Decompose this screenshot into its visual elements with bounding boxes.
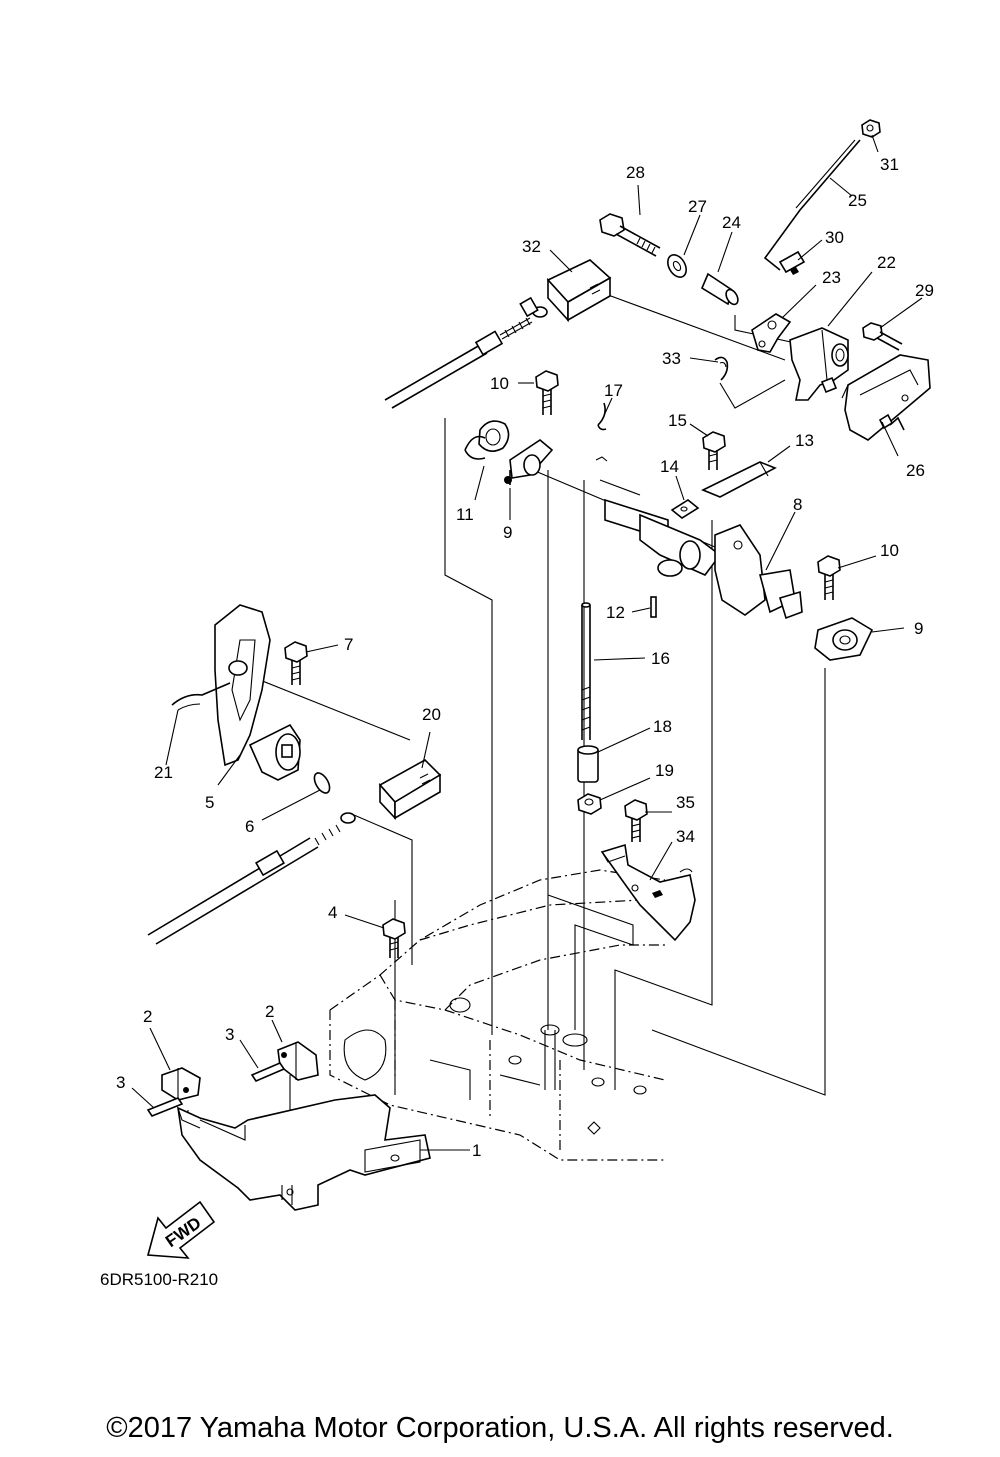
callout-25: 25 xyxy=(848,191,867,210)
callout-7: 7 xyxy=(344,635,353,654)
part-5-shift-lever xyxy=(214,604,301,781)
part-2-holder-right xyxy=(277,1041,319,1081)
callout-leaders xyxy=(131,134,923,1151)
part-29-bolt xyxy=(862,322,903,351)
copyright-notice: ©2017 Yamaha Motor Corporation, U.S.A. A… xyxy=(106,1412,894,1444)
callout-2-right: 2 xyxy=(265,1002,274,1021)
part-9-joint-upper xyxy=(504,439,554,485)
callout-4: 4 xyxy=(328,903,337,922)
part-10-bolt-upper xyxy=(535,370,559,415)
callout-10-upper: 10 xyxy=(490,374,509,393)
part-24-collar xyxy=(700,272,739,306)
callout-30: 30 xyxy=(825,228,844,247)
part-22-lever xyxy=(789,327,849,401)
part-4-bolt xyxy=(382,918,406,958)
callout-24: 24 xyxy=(722,213,741,232)
part-35-bolt xyxy=(624,799,648,842)
callout-12: 12 xyxy=(606,603,625,622)
callout-9-lower: 9 xyxy=(914,619,923,638)
callout-34: 34 xyxy=(676,827,695,846)
part-3-pin-right xyxy=(250,1062,286,1082)
part-6-o-ring xyxy=(313,772,331,794)
part-33-clip xyxy=(714,356,729,381)
callout-14: 14 xyxy=(660,457,679,476)
diagram-code: 6DR5100-R210 xyxy=(100,1270,218,1289)
part-1-bracket xyxy=(176,1094,431,1211)
part-12-pin xyxy=(650,596,657,618)
callout-8: 8 xyxy=(793,495,802,514)
part-34-bracket xyxy=(600,843,696,942)
part-16-rod xyxy=(581,602,591,740)
callout-3-right: 3 xyxy=(225,1025,234,1044)
part-32-joint xyxy=(546,259,612,323)
callout-23: 23 xyxy=(822,268,841,287)
callout-10-lower: 10 xyxy=(880,541,899,560)
part-19-nut xyxy=(577,793,602,815)
part-25-link-rod xyxy=(763,139,861,271)
part-13-plate xyxy=(701,461,777,498)
part-7-bolt xyxy=(284,641,308,685)
engine-base-outline xyxy=(329,869,666,1161)
part-11-cap xyxy=(464,420,510,460)
part-8-shift-shaft xyxy=(599,479,803,620)
part-21-clip xyxy=(171,682,231,711)
callout-29: 29 xyxy=(915,281,934,300)
part-27-washer xyxy=(667,254,687,278)
part-28-bolt xyxy=(599,213,661,257)
callout-26: 26 xyxy=(906,461,925,480)
part-15-bolt xyxy=(702,431,726,470)
fwd-arrow-icon: FWD xyxy=(146,1200,216,1259)
part-20-joint xyxy=(378,759,442,821)
part-2-holder-left xyxy=(161,1067,201,1101)
callout-2-left: 2 xyxy=(143,1007,152,1026)
callout-33: 33 xyxy=(662,349,681,368)
part-30-clip xyxy=(778,250,806,275)
callout-18: 18 xyxy=(653,717,672,736)
callout-3-left: 3 xyxy=(116,1073,125,1092)
callout-28: 28 xyxy=(626,163,645,182)
callout-15: 15 xyxy=(668,411,687,430)
callout-27: 27 xyxy=(688,197,707,216)
lower-control-cable xyxy=(147,812,356,945)
callout-21: 21 xyxy=(154,763,173,782)
callout-16: 16 xyxy=(651,649,670,668)
callout-17: 17 xyxy=(604,381,623,400)
callout-22: 22 xyxy=(877,253,896,272)
callout-11: 11 xyxy=(456,505,474,524)
upper-control-cable xyxy=(384,296,548,409)
callout-13: 13 xyxy=(795,431,814,450)
part-3-pin-left xyxy=(146,1097,184,1117)
part-26-bracket xyxy=(841,354,931,441)
callout-5: 5 xyxy=(205,793,214,812)
callout-35: 35 xyxy=(676,793,695,812)
part-18-sleeve xyxy=(577,745,599,783)
part-23-link xyxy=(751,313,792,353)
part-14-plate xyxy=(670,499,700,519)
callout-19: 19 xyxy=(655,761,674,780)
callout-31: 31 xyxy=(880,155,899,174)
callout-32: 32 xyxy=(522,237,541,256)
callout-9-upper: 9 xyxy=(503,523,512,542)
part-9-joint-lower xyxy=(814,617,874,661)
callout-6: 6 xyxy=(245,817,254,836)
callout-20: 20 xyxy=(422,705,441,724)
part-10-bolt-lower xyxy=(817,555,841,600)
callout-1: 1 xyxy=(472,1141,481,1160)
callout-numbers: 31 25 28 27 24 30 22 23 29 32 33 10 17 1… xyxy=(116,155,934,1160)
part-31-nut xyxy=(861,119,881,138)
